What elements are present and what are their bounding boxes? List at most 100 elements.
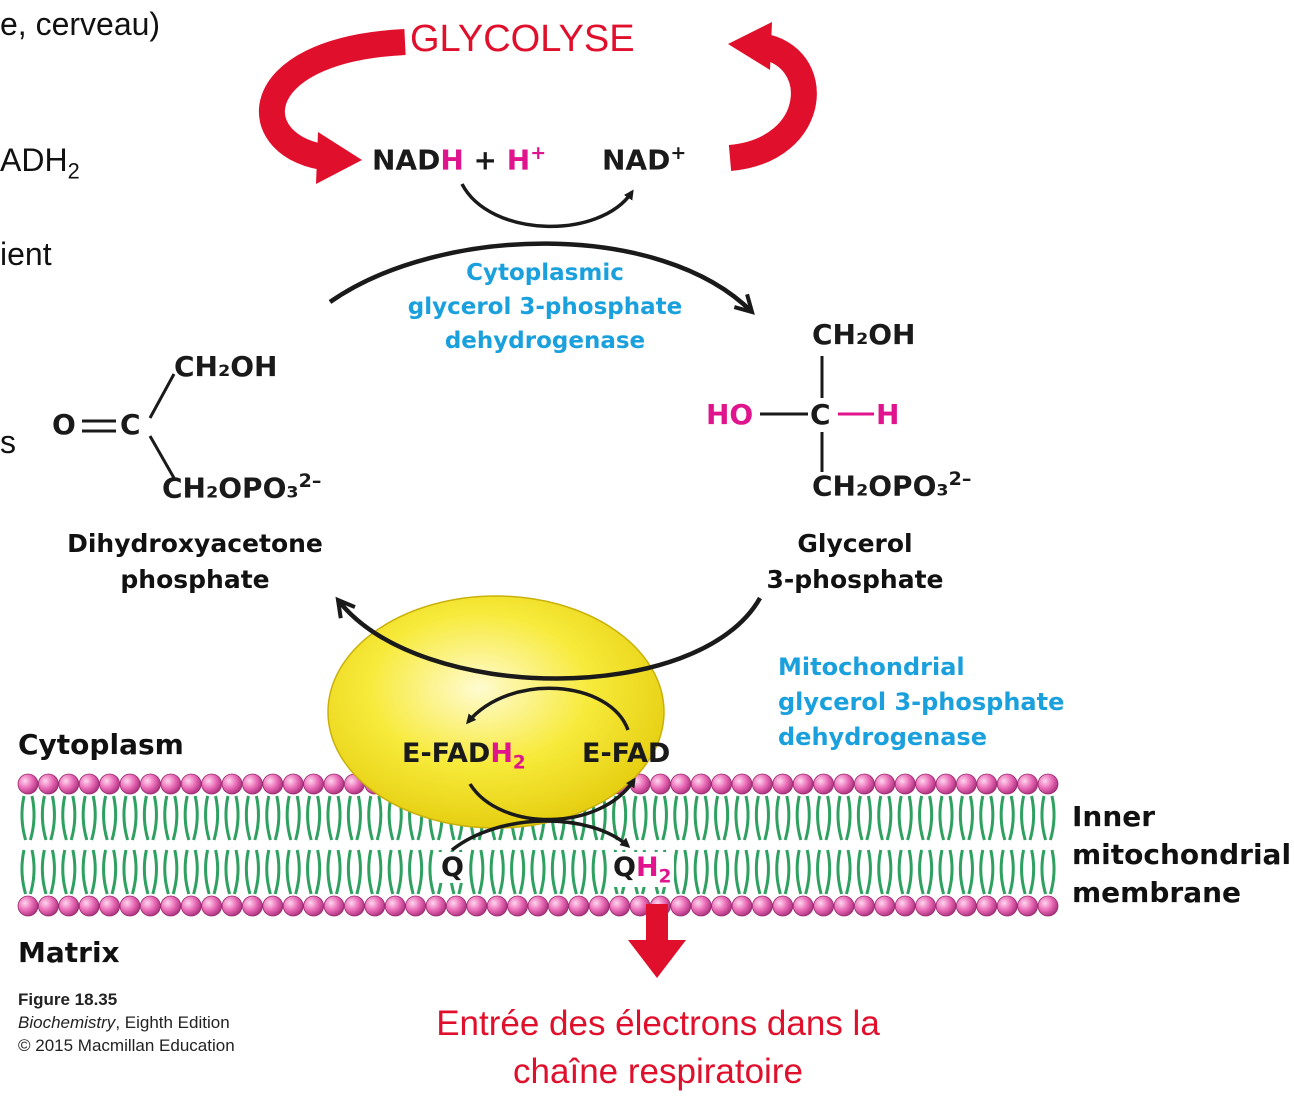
lipid-head (894, 895, 916, 917)
electron-entry-text: Entrée des électrons dans la chaîne resp… (380, 1000, 936, 1096)
lipid-tail (979, 849, 986, 895)
lipid-tail (183, 849, 191, 895)
g3p-ho: HO (706, 398, 754, 431)
lipid-head (99, 895, 120, 917)
lipid-head (915, 895, 936, 917)
lipid-head (833, 895, 855, 917)
lipid-tail (28, 849, 36, 895)
g3p-charge: 2– (948, 468, 972, 490)
lipid-tail (844, 795, 852, 841)
lipid-head (17, 895, 39, 917)
lipid-tail (387, 849, 395, 895)
lipid-head (874, 895, 896, 917)
lipid-head (58, 895, 80, 917)
lipid-head (241, 773, 263, 795)
lipid-tail (722, 795, 730, 841)
lipid-head (78, 773, 100, 795)
lipid-head (874, 773, 896, 795)
lipid-tail (489, 849, 497, 895)
e-fadh2-label: E-FADH2 (402, 738, 526, 773)
lipid-tail (212, 795, 220, 841)
left-fragment-4: s (0, 424, 16, 460)
lipid-tail (355, 795, 362, 841)
qh2-sub: 2 (658, 866, 672, 888)
lipid-head (813, 773, 834, 795)
lipid-tail (224, 795, 232, 841)
lipid-head (507, 895, 528, 917)
lipid-tail (20, 849, 28, 895)
lipid-tail (306, 849, 313, 895)
lipid-tail (816, 849, 823, 895)
lipid-tail (294, 849, 301, 895)
lipid-tail (40, 795, 48, 841)
lipid-tail (346, 849, 354, 895)
lipid-tail (477, 849, 485, 895)
lipid-tail (428, 849, 436, 895)
mito-enzyme-line1: Mitochondrial (778, 653, 965, 681)
lipid-head (466, 895, 488, 917)
lipid-tail (673, 795, 680, 841)
lipid-tail (612, 795, 619, 841)
lipid-head (99, 773, 120, 795)
electron-entry-line2: chaîne respiratoire (513, 1052, 803, 1091)
lipid-tail (49, 849, 56, 895)
e-fad-label: E-FAD (582, 738, 671, 769)
nad-charge: + (670, 142, 687, 164)
lipid-head (1037, 895, 1059, 917)
lipid-tail (530, 849, 538, 895)
proton-charge: + (530, 142, 547, 164)
figure-book-line: Biochemistry, Eighth Edition (18, 1011, 235, 1034)
lipid-tail (816, 795, 823, 841)
lipid-tail (775, 795, 782, 841)
nadh-to-nad-arrow (460, 183, 634, 228)
lipid-tail (550, 849, 558, 895)
lipid-tail (795, 795, 803, 841)
lipid-tail (69, 795, 77, 841)
lipid-tail (81, 849, 89, 895)
lipid-head (670, 895, 692, 917)
lipid-tail (885, 795, 893, 841)
lipid-tail (967, 849, 974, 895)
e-fadh2-text: E-FAD (402, 738, 491, 769)
lipid-tail (865, 795, 872, 841)
lipid-tail (714, 849, 721, 895)
lipid-head (690, 895, 712, 917)
dhap-ch2opo3: CH₂OPO₃2– (162, 470, 321, 504)
lipid-head (1017, 773, 1038, 795)
lipid-tail (967, 795, 974, 841)
lipid-tail (804, 849, 811, 895)
lipid-head (752, 895, 773, 917)
lipid-tail (897, 795, 905, 841)
lipid-tail (396, 849, 403, 895)
lipid-tail (681, 849, 689, 895)
lipid-head (425, 895, 447, 917)
lipid-tail (906, 849, 913, 895)
cytoplasmic-enzyme-label: Cytoplasmic glycerol 3-phosphate dehydro… (380, 256, 710, 358)
lipid-head (792, 773, 814, 795)
lipid-head (180, 773, 202, 795)
cytoplasmic-enzyme-line3: dehydrogenase (444, 328, 646, 354)
figure-edition: , Eighth Edition (115, 1013, 230, 1032)
lipid-head (17, 773, 39, 795)
lipid-tail (987, 849, 995, 895)
lipid-tail (783, 849, 791, 895)
lipid-tail (273, 795, 281, 841)
lipid-tail (244, 795, 252, 841)
lipid-tail (294, 795, 301, 841)
lipid-head (486, 895, 508, 917)
lipid-head (976, 773, 998, 795)
lipid-tail (999, 849, 1007, 895)
lipid-head (139, 895, 161, 917)
lipid-tail (90, 795, 97, 841)
mitochondrial-enzyme-ellipse (327, 595, 665, 829)
left-fragment-3: ient (0, 236, 52, 272)
lipid-tail (285, 849, 293, 895)
lipid-head (119, 773, 141, 795)
lipid-tail (1028, 849, 1036, 895)
lipid-tail (763, 795, 770, 841)
g3p-phosphate-group: CH₂OPO₃ (812, 469, 949, 503)
lipid-head (650, 773, 671, 795)
lipid-head (731, 773, 753, 795)
lipid-head (262, 773, 284, 795)
lipid-tail (192, 849, 199, 895)
